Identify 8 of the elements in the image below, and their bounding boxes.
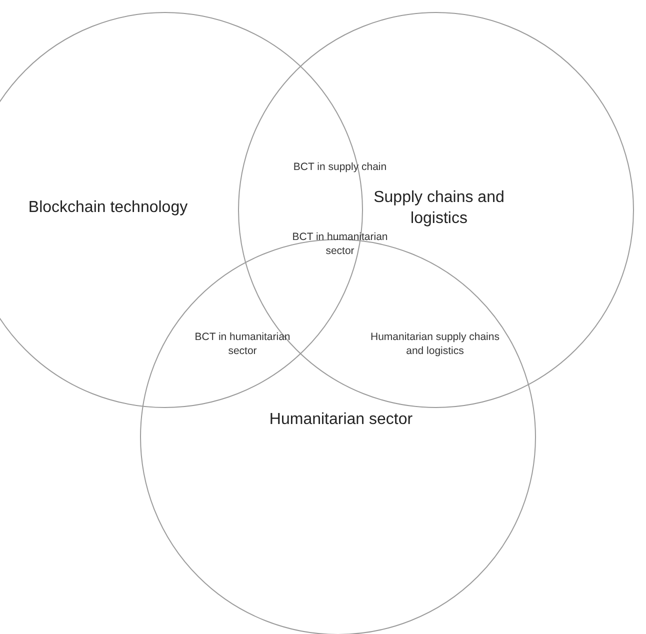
overlap-label: Humanitarian supply chains and logistics [370,330,500,358]
set-label: Supply chains and logistics [372,188,506,229]
overlap-label: BCT in humanitarian sector [194,330,292,358]
overlap-label: BCT in supply chain [292,160,388,174]
overlap-label: BCT in humanitarian sector [291,230,389,258]
set-label: Humanitarian sector [268,410,414,430]
set-label: Blockchain technology [27,198,189,218]
venn-circle [140,239,536,634]
